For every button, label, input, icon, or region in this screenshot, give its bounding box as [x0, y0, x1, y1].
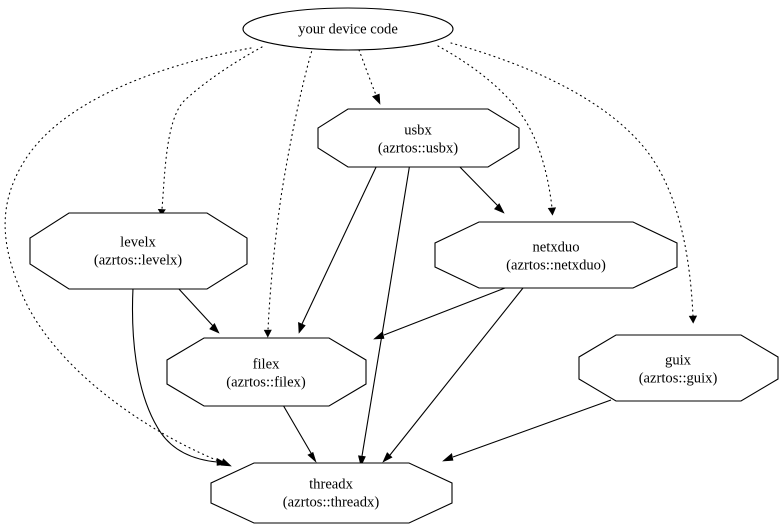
node-label-threadx-namespace: (azrtos::threadx)	[283, 494, 380, 510]
edge-usbx-threadx	[358, 162, 411, 467]
edge-netxduo-threadx	[382, 287, 524, 463]
edge-device-usbx	[358, 49, 381, 105]
node-label-filex-namespace: (azrtos::filex)	[226, 374, 306, 390]
node-threadx[interactable]: threadx (azrtos::threadx)	[210, 462, 453, 524]
edge-device-netxduo	[437, 45, 557, 216]
node-label-guix-name: guix	[665, 352, 692, 368]
edge-device-levelx	[157, 46, 263, 216]
node-levelx[interactable]: levelx (azrtos::levelx)	[29, 212, 248, 290]
node-shape-octagon	[578, 334, 779, 402]
node-filex[interactable]: filex (azrtos::filex)	[166, 337, 367, 407]
node-shape-octagon	[317, 108, 520, 168]
node-label-levelx-namespace: (azrtos::levelx)	[94, 252, 182, 268]
node-shape-ellipse	[242, 7, 454, 51]
edge-levelx-filex	[177, 287, 220, 334]
node-label-usbx-namespace: (azrtos::usbx)	[378, 140, 458, 156]
node-label-device: your device code	[298, 21, 398, 37]
node-shape-octagon	[29, 212, 248, 290]
node-usbx[interactable]: usbx (azrtos::usbx)	[317, 108, 520, 168]
node-netxduo[interactable]: netxduo (azrtos::netxduo)	[434, 221, 678, 289]
node-label-netxduo-name: netxduo	[532, 239, 579, 255]
node-label-filex-name: filex	[253, 356, 280, 372]
edge-usbx-filex	[298, 162, 379, 334]
edge-usbx-netxduo	[455, 162, 505, 214]
node-shape-octagon	[434, 221, 678, 289]
edge-netxduo-filex	[373, 287, 506, 340]
edge-guix-threadx	[442, 399, 612, 462]
node-label-usbx-name: usbx	[404, 122, 432, 138]
edge-layer	[4, 42, 698, 467]
node-label-levelx-name: levelx	[120, 234, 156, 250]
node-your-device-code[interactable]: your device code	[242, 7, 454, 51]
node-label-netxduo-namespace: (azrtos::netxduo)	[506, 257, 606, 273]
edge-device-guix	[450, 42, 698, 324]
node-guix[interactable]: guix (azrtos::guix)	[578, 334, 779, 402]
edge-device-filex	[263, 46, 314, 338]
node-label-guix-namespace: (azrtos::guix)	[639, 370, 718, 386]
node-label-threadx-name: threadx	[309, 476, 353, 492]
node-layer: your device code usbx (azrtos::usbx) lev…	[29, 7, 779, 524]
node-shape-octagon	[166, 337, 367, 407]
edge-levelx-threadx	[131, 287, 228, 466]
edge-filex-threadx	[282, 404, 317, 463]
node-shape-octagon	[210, 462, 453, 524]
